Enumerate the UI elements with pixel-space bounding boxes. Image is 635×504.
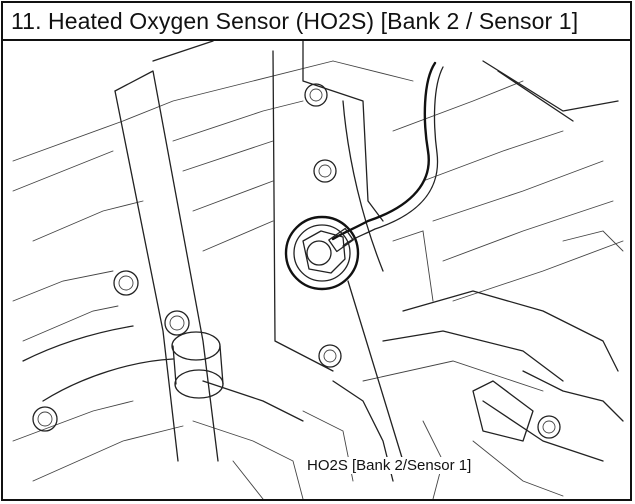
engine-bay-illustration [12, 41, 624, 499]
bolt-icon [318, 344, 342, 368]
title-bar: 11. Heated Oxygen Sensor (HO2S) [Bank 2 … [3, 3, 630, 41]
bolt-icon [113, 270, 139, 296]
bolt-icon [32, 406, 58, 432]
bolts [32, 83, 561, 439]
bolt-icon [537, 415, 561, 439]
ho2s-callout-label: HO2S [Bank 2/Sensor 1] [305, 457, 474, 474]
callout-leader-line [347, 280, 404, 462]
bolt-icon [313, 159, 337, 183]
diagram-title: 11. Heated Oxygen Sensor (HO2S) [Bank 2 … [11, 7, 579, 34]
pipe-rod [114, 70, 224, 462]
oxygen-sensor [284, 61, 444, 291]
bolt-icon [304, 83, 328, 107]
bolt-icon [164, 310, 190, 336]
